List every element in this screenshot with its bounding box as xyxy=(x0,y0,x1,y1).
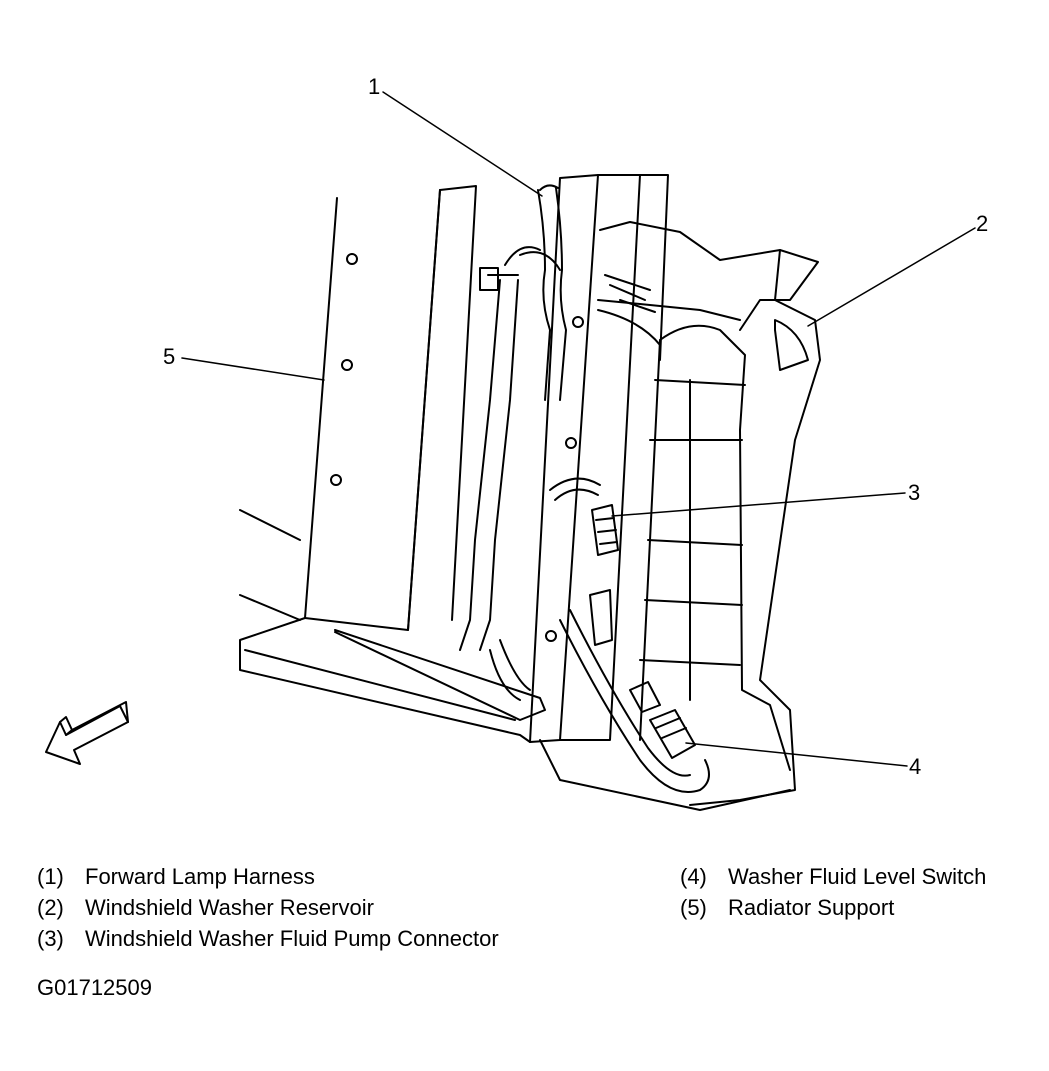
level-switch xyxy=(629,681,696,759)
legend-label: Windshield Washer Reservoir xyxy=(85,895,374,920)
legend-item: (2) Windshield Washer Reservoir xyxy=(37,892,499,923)
legend-number: (5) xyxy=(680,895,707,920)
forward-arrow-icon xyxy=(45,701,129,765)
legend-left: (1) Forward Lamp Harness (2) Windshield … xyxy=(37,861,499,954)
leader-lines xyxy=(181,91,976,767)
legend-number: (3) xyxy=(37,926,64,951)
callout-5: 5 xyxy=(163,344,176,369)
legend-label: Washer Fluid Level Switch xyxy=(728,864,987,889)
legend-item: (4) Washer Fluid Level Switch xyxy=(680,861,986,892)
callout-1: 1 xyxy=(368,74,381,99)
washer-reservoir xyxy=(539,221,821,811)
component-illustration xyxy=(45,91,976,811)
legend-item: (1) Forward Lamp Harness xyxy=(37,861,499,892)
legend-item: (3) Windshield Washer Fluid Pump Connect… xyxy=(37,923,499,954)
callout-2: 2 xyxy=(976,211,989,236)
forward-lamp-harness xyxy=(459,184,710,793)
legend-number: (2) xyxy=(37,895,64,920)
legend-label: Windshield Washer Fluid Pump Connector xyxy=(85,926,499,951)
figure-id: G01712509 xyxy=(37,975,152,1000)
legend-right: (4) Washer Fluid Level Switch (5) Radiat… xyxy=(680,861,986,923)
legend-item: (5) Radiator Support xyxy=(680,892,986,923)
pump-connector xyxy=(589,504,619,646)
radiator-support xyxy=(239,174,669,743)
legend-number: (1) xyxy=(37,864,64,889)
callout-4: 4 xyxy=(909,754,922,779)
callout-3: 3 xyxy=(908,480,921,505)
legend-number: (4) xyxy=(680,864,707,889)
legend-label: Forward Lamp Harness xyxy=(85,864,315,889)
legend-label: Radiator Support xyxy=(728,895,895,920)
